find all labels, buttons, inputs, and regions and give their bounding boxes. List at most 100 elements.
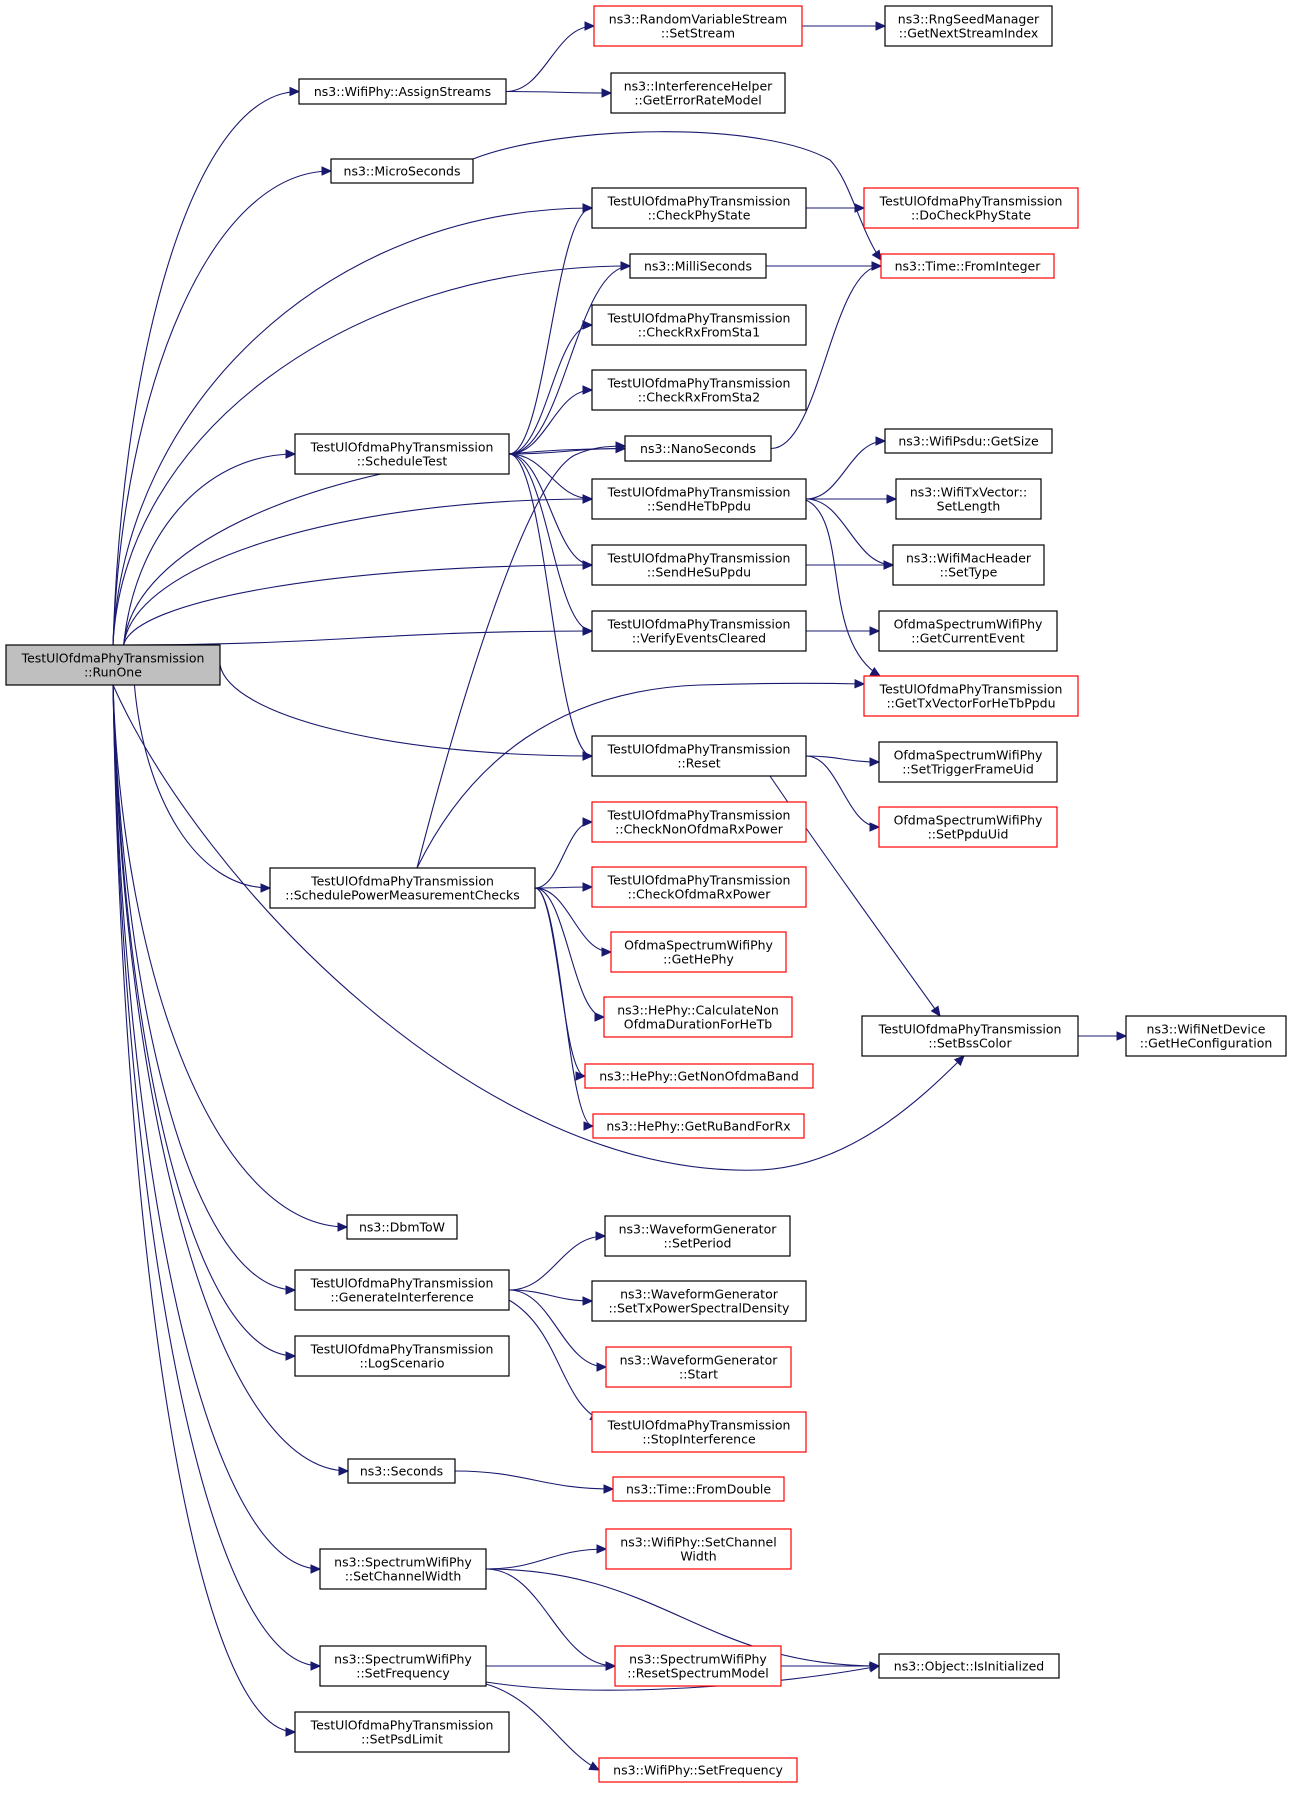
node-dbm-to-w[interactable]: ns3::DbmToW xyxy=(346,1214,458,1240)
node-label-line: ::CheckRxFromSta1 xyxy=(638,325,760,340)
node-verify-events-cleared[interactable]: TestUlOfdmaPhyTransmission::VerifyEvents… xyxy=(591,610,807,652)
node-label-line: ::SetPsdLimit xyxy=(361,1732,443,1747)
edge-generate-interference-to-stop-interference xyxy=(508,1299,602,1421)
node-label-line: ::CheckPhyState xyxy=(648,208,751,223)
node-label-line: ::SetPpduUid xyxy=(928,827,1009,842)
node-spectrum-set-frequency[interactable]: ns3::SpectrumWifiPhy::SetFrequency xyxy=(319,1645,487,1687)
node-box xyxy=(591,735,807,777)
node-check-phy-state[interactable]: TestUlOfdmaPhyTransmission::CheckPhyStat… xyxy=(591,187,807,229)
node-box xyxy=(878,1653,1060,1679)
node-spectrum-set-channel-width[interactable]: ns3::SpectrumWifiPhy::SetChannelWidth xyxy=(319,1548,487,1590)
edge-run-one-to-reset xyxy=(219,664,594,761)
node-label-line: TestUlOfdmaPhyTransmission xyxy=(310,1276,494,1291)
node-wg-set-period[interactable]: ns3::WaveformGenerator::SetPeriod xyxy=(604,1215,791,1257)
node-box xyxy=(884,428,1053,454)
edge-run-one-to-schedule-power-checks xyxy=(133,684,272,893)
node-box xyxy=(294,1711,510,1753)
node-seconds[interactable]: ns3::Seconds xyxy=(347,1458,456,1484)
node-box xyxy=(591,187,807,229)
node-get-ru-band-for-rx[interactable]: ns3::HePhy::GetRuBandForRx xyxy=(592,1113,805,1139)
node-label-line: Width xyxy=(680,1549,716,1564)
edge-schedule-test-to-milli-seconds xyxy=(508,261,632,455)
edge-spectrum-set-frequency-to-wifi-phy-set-frequency xyxy=(485,1683,601,1771)
node-label-line: ns3::HePhy::GetNonOfdmaBand xyxy=(599,1069,799,1084)
node-get-error-rate-model[interactable]: ns3::InterferenceHelper::GetErrorRateMod… xyxy=(610,72,786,114)
node-get-current-event[interactable]: OfdmaSpectrumWifiPhy::GetCurrentEvent xyxy=(878,610,1058,652)
node-label-line: ::GetNextStreamIndex xyxy=(899,26,1038,41)
node-box xyxy=(610,931,787,973)
node-label-line: ns3::WifiPhy::SetChannel xyxy=(620,1535,776,1550)
node-box xyxy=(895,478,1042,520)
edge-schedule-power-checks-to-get-he-phy xyxy=(534,887,613,957)
node-get-he-phy[interactable]: OfdmaSpectrumWifiPhy::GetHePhy xyxy=(610,931,787,973)
node-label-line: ns3::WifiTxVector:: xyxy=(910,485,1027,500)
node-wg-start[interactable]: ns3::WaveformGenerator::Start xyxy=(605,1346,792,1388)
node-wifi-phy-set-frequency[interactable]: ns3::WifiPhy::SetFrequency xyxy=(598,1757,798,1783)
node-box xyxy=(878,806,1058,848)
node-check-rx-sta1[interactable]: TestUlOfdmaPhyTransmission::CheckRxFromS… xyxy=(591,304,807,346)
node-wg-set-tx-psd[interactable]: ns3::WaveformGenerator::SetTxPowerSpectr… xyxy=(591,1280,807,1322)
edge-rvs-set-stream-to-rng-next-stream xyxy=(802,21,887,31)
node-set-psd-limit[interactable]: TestUlOfdmaPhyTransmission::SetPsdLimit xyxy=(294,1711,510,1753)
edge-run-one-to-micro-seconds xyxy=(112,166,333,646)
node-run-one[interactable]: TestUlOfdmaPhyTransmission::RunOne xyxy=(5,644,221,686)
node-label-line: TestUlOfdmaPhyTransmission xyxy=(607,485,791,500)
node-label-line: ::SetPeriod xyxy=(664,1236,732,1251)
node-milli-seconds[interactable]: ns3::MilliSeconds xyxy=(629,253,767,279)
node-do-check-phy-state[interactable]: TestUlOfdmaPhyTransmission::DoCheckPhySt… xyxy=(863,187,1079,229)
node-box xyxy=(614,1645,782,1687)
node-label-line: ns3::Time::FromInteger xyxy=(895,259,1042,274)
node-box xyxy=(591,1411,807,1453)
node-object-is-initialized[interactable]: ns3::Object::IsInitialized xyxy=(878,1653,1060,1679)
node-send-he-su-ppdu[interactable]: TestUlOfdmaPhyTransmission::SendHeSuPpdu xyxy=(591,544,807,586)
node-wifi-phy-set-channel-width[interactable]: ns3::WifiPhy::SetChannelWidth xyxy=(605,1528,792,1570)
node-calc-non-ofdma-duration[interactable]: ns3::HePhy::CalculateNonOfdmaDurationFor… xyxy=(603,996,793,1038)
nodes-layer: TestUlOfdmaPhyTransmission::RunOnens3::W… xyxy=(5,5,1287,1783)
node-micro-seconds[interactable]: ns3::MicroSeconds xyxy=(330,158,474,184)
edge-schedule-power-checks-to-get-non-ofdma-band xyxy=(534,887,587,1081)
edges-layer xyxy=(112,21,1128,1771)
node-set-trigger-frame-uid[interactable]: OfdmaSpectrumWifiPhy::SetTriggerFrameUid xyxy=(878,741,1058,783)
node-schedule-power-checks[interactable]: TestUlOfdmaPhyTransmission::SchedulePowe… xyxy=(269,867,536,909)
node-label-line: ::CheckRxFromSta2 xyxy=(638,390,760,405)
edge-reset-to-set-trigger-frame-uid xyxy=(805,755,881,767)
node-label-line: TestUlOfdmaPhyTransmission xyxy=(878,1022,1062,1037)
node-log-scenario[interactable]: TestUlOfdmaPhyTransmission::LogScenario xyxy=(294,1335,510,1377)
node-reset-spectrum-model[interactable]: ns3::SpectrumWifiPhy::ResetSpectrumModel xyxy=(614,1645,782,1687)
node-nano-seconds[interactable]: ns3::NanoSeconds xyxy=(624,435,772,462)
node-label-line: ::ScheduleTest xyxy=(357,454,448,469)
node-check-ofdma-rx-power[interactable]: TestUlOfdmaPhyTransmission::CheckOfdmaRx… xyxy=(591,866,807,908)
node-txvector-set-length[interactable]: ns3::WifiTxVector::SetLength xyxy=(895,478,1042,520)
node-time-from-double[interactable]: ns3::Time::FromDouble xyxy=(612,1476,785,1502)
edge-milli-seconds-to-time-from-integer xyxy=(766,261,883,271)
node-time-from-integer[interactable]: ns3::Time::FromInteger xyxy=(880,253,1055,279)
node-schedule-test[interactable]: TestUlOfdmaPhyTransmission::ScheduleTest xyxy=(294,433,510,475)
node-label-line: TestUlOfdmaPhyTransmission xyxy=(607,808,791,823)
node-psdu-get-size[interactable]: ns3::WifiPsdu::GetSize xyxy=(884,428,1053,454)
node-stop-interference[interactable]: TestUlOfdmaPhyTransmission::StopInterfer… xyxy=(591,1411,807,1453)
node-send-he-tb-ppdu[interactable]: TestUlOfdmaPhyTransmission::SendHeTbPpdu xyxy=(591,478,807,520)
node-label-line: ns3::HePhy::GetRuBandForRx xyxy=(606,1119,790,1134)
node-set-bss-color[interactable]: TestUlOfdmaPhyTransmission::SetBssColor xyxy=(861,1015,1079,1057)
node-check-rx-sta2[interactable]: TestUlOfdmaPhyTransmission::CheckRxFromS… xyxy=(591,369,807,411)
node-mac-header-set-type[interactable]: ns3::WifiMacHeader::SetType xyxy=(892,544,1045,586)
node-box xyxy=(612,1476,785,1502)
node-set-ppdu-uid[interactable]: OfdmaSpectrumWifiPhy::SetPpduUid xyxy=(878,806,1058,848)
node-box xyxy=(591,866,807,908)
node-check-non-ofdma-rx-power[interactable]: TestUlOfdmaPhyTransmission::CheckNonOfdm… xyxy=(591,801,807,843)
node-rvs-set-stream[interactable]: ns3::RandomVariableStream::SetStream xyxy=(593,5,803,47)
node-reset[interactable]: TestUlOfdmaPhyTransmission::Reset xyxy=(591,735,807,777)
node-rng-next-stream[interactable]: ns3::RngSeedManager::GetNextStreamIndex xyxy=(884,5,1053,47)
node-get-txvector-he-tb[interactable]: TestUlOfdmaPhyTransmission::GetTxVectorF… xyxy=(863,675,1079,717)
node-assign-streams[interactable]: ns3::WifiPhy::AssignStreams xyxy=(298,78,507,105)
node-box xyxy=(319,1645,487,1687)
node-box xyxy=(629,253,767,279)
node-get-he-configuration[interactable]: ns3::WifiNetDevice::GetHeConfiguration xyxy=(1125,1015,1287,1057)
node-get-non-ofdma-band[interactable]: ns3::HePhy::GetNonOfdmaBand xyxy=(584,1063,814,1089)
node-box xyxy=(591,610,807,652)
node-label-line: OfdmaSpectrumWifiPhy xyxy=(894,617,1043,632)
node-label-line: ::SetType xyxy=(940,565,998,580)
node-generate-interference[interactable]: TestUlOfdmaPhyTransmission::GenerateInte… xyxy=(294,1269,510,1311)
edge-spectrum-set-frequency-to-reset-spectrum-model xyxy=(485,1661,617,1671)
node-label-line: ::SendHeTbPpdu xyxy=(647,499,751,514)
